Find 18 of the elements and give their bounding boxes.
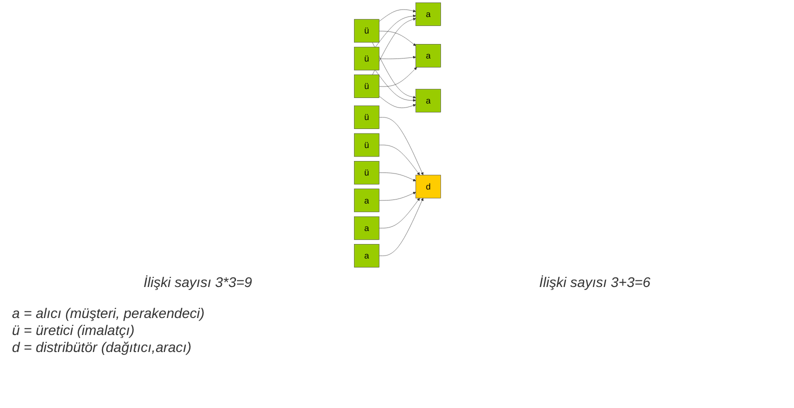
node-box: ü	[354, 133, 379, 157]
note-text: a = alıcı (müşteri, perakendeci)	[12, 305, 205, 321]
caption-text: İlişki sayısı 3*3=9	[144, 274, 252, 290]
node-box: ü	[354, 74, 379, 98]
note-text: ü = üretici (imalatçı)	[12, 322, 135, 338]
node-box: a	[415, 88, 440, 112]
node-box: a	[415, 2, 440, 26]
caption-text: İlişki sayısı 3+3=6	[539, 274, 650, 290]
note-text: d = distribütör (dağıtıcı,aracı)	[12, 339, 192, 355]
node-box: ü	[354, 161, 379, 184]
node-box: ü	[354, 19, 379, 43]
node-box: a	[415, 44, 440, 68]
node-box: d	[415, 174, 440, 198]
node-box: ü	[354, 46, 379, 70]
node-box: a	[354, 216, 379, 240]
node-box: ü	[354, 106, 379, 129]
node-box: a	[354, 244, 379, 268]
node-box: a	[354, 188, 379, 212]
